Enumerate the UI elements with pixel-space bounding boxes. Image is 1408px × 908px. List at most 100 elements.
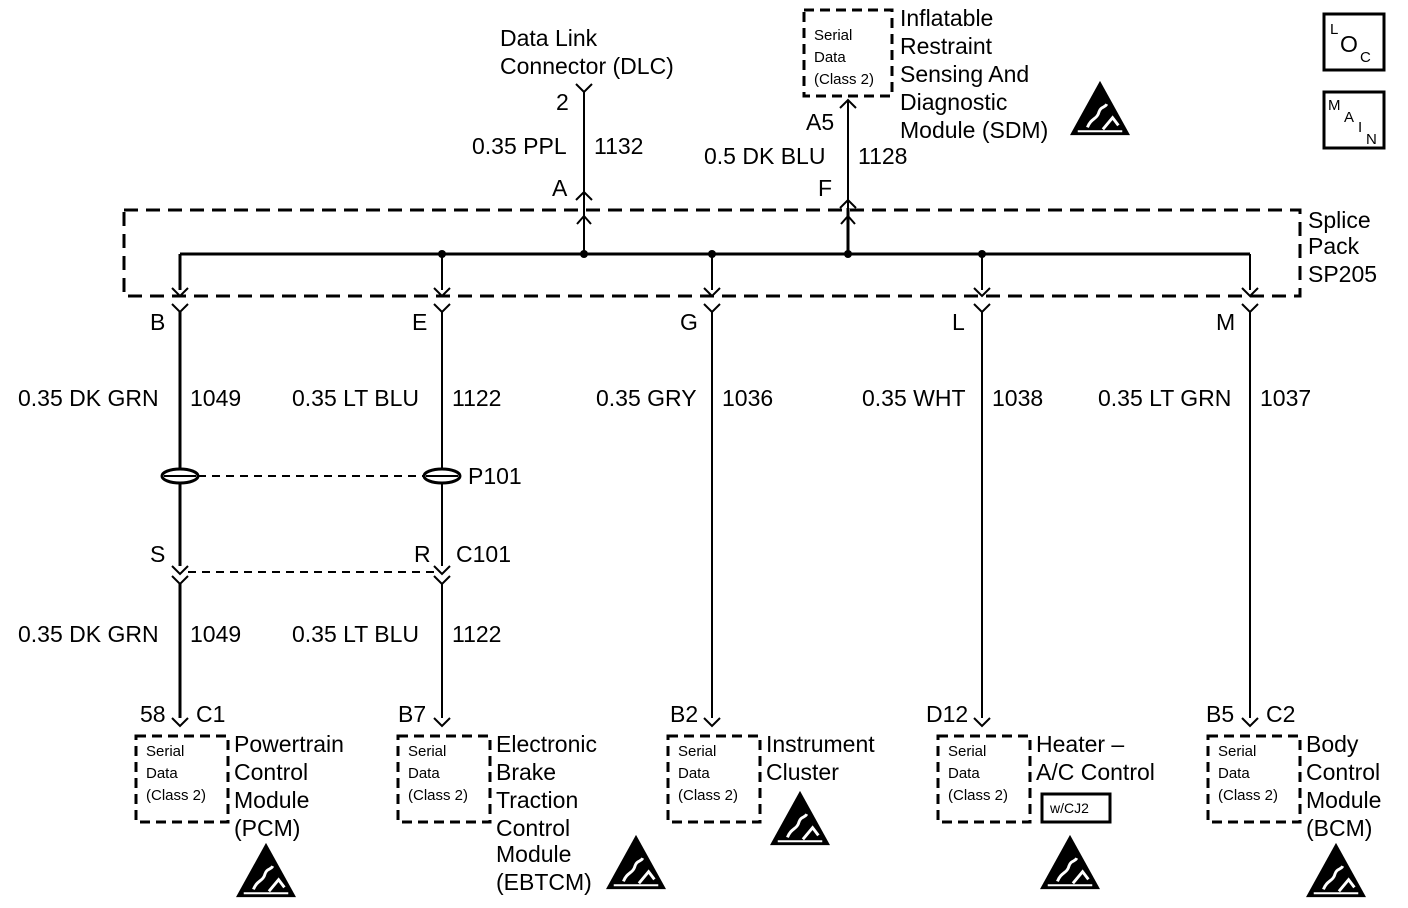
sdm-serial-line-2: Data (814, 49, 846, 66)
splice-name-line-3: SP205 (1308, 261, 1377, 287)
sdm-serial-line-3: (Class 2) (814, 71, 874, 88)
module-name-line: Powertrain (234, 731, 344, 757)
wire-color: 0.35 WHT (862, 385, 966, 411)
svg-text:Serial: Serial (408, 743, 446, 760)
module-name-line: Heater – (1036, 731, 1124, 757)
svg-text:(Class 2): (Class 2) (146, 787, 206, 804)
sdm-name-line-1: Inflatable (900, 5, 993, 31)
main-letter-1: M (1328, 97, 1341, 114)
module-pin: 58 (140, 701, 166, 727)
module-name-line: Electronic (496, 731, 597, 757)
svg-text:Serial: Serial (1218, 743, 1256, 760)
sdm-name-line-2: Restraint (900, 33, 993, 59)
wire-color: 0.35 LT GRN (1098, 385, 1231, 411)
svg-text:(Class 2): (Class 2) (408, 787, 468, 804)
circuit-number: 1038 (992, 385, 1043, 411)
sdm-serial-box (802, 8, 894, 98)
branch-terminal: M (1216, 309, 1235, 335)
module-name-line: (EBTCM) (496, 869, 592, 895)
splice-name-line-1: Splice (1308, 207, 1371, 233)
splice-pack: Splice Pack SP205 (122, 207, 1377, 298)
sdm-wire-color: 0.5 DK BLU (704, 143, 825, 169)
svg-text:Serial: Serial (146, 743, 184, 760)
dlc-pin: 2 (556, 89, 569, 115)
connector-label: C101 (456, 541, 511, 567)
circuit-number: 1049 (190, 621, 241, 647)
wire-color: 0.35 GRY (596, 385, 697, 411)
branch-bcm: M 0.35 LT GRN 1037 B5 C2 Serial Data (Cl… (1098, 254, 1381, 898)
splice-node (580, 250, 588, 258)
serial-data-box (936, 734, 1032, 824)
dlc-wire-color: 0.35 PPL (472, 133, 567, 159)
dlc-terminal-symbol (575, 83, 593, 94)
wire-color: 0.35 DK GRN (18, 385, 159, 411)
circuit-number: 1036 (722, 385, 773, 411)
module-name-line: Module (496, 841, 571, 867)
module-name-line: Instrument (766, 731, 875, 757)
grommet-label: P101 (468, 463, 522, 489)
module-name-line: (PCM) (234, 815, 300, 841)
serial-data-box (134, 734, 230, 824)
serial-data-box (666, 734, 762, 824)
esd-warning-icon (1070, 80, 1130, 136)
sdm-module: Serial Data (Class 2) Inflatable Restrai… (704, 5, 1130, 209)
svg-text:(Class 2): (Class 2) (678, 787, 738, 804)
circuit-number: 1049 (190, 385, 241, 411)
wire-color: 0.35 DK GRN (18, 621, 159, 647)
branch-pcm: B 0.35 DK GRN 1049 S 0.35 DK GRN 1049 58… (18, 254, 344, 898)
circuit-number: 1122 (452, 385, 501, 411)
main-letter-4: N (1366, 131, 1377, 148)
svg-text:Data: Data (948, 765, 980, 782)
option-tag-box (1040, 792, 1112, 824)
branch-terminal: L (952, 309, 965, 335)
dlc-circuit: 1132 (594, 133, 643, 159)
loc-letter-3: C (1360, 49, 1371, 66)
module-name-line: Module (1306, 787, 1381, 813)
module-name-line: Module (234, 787, 309, 813)
svg-text:Data: Data (408, 765, 440, 782)
sdm-name-line-5: Module (SDM) (900, 117, 1048, 143)
serial-data-box (1206, 734, 1302, 824)
main-letter-2: A (1344, 109, 1354, 126)
main-letter-3: I (1358, 119, 1362, 136)
esd-warning-icon (1306, 842, 1366, 898)
dlc-splice-terminal: A (552, 175, 568, 201)
circuit-number: 1037 (1260, 385, 1311, 411)
module-pin: B5 (1206, 701, 1234, 727)
svg-text:Serial: Serial (678, 743, 716, 760)
loc-box: L O C (1322, 12, 1386, 72)
wire-color: 0.35 LT BLU (292, 621, 419, 647)
main-box: M A I N (1322, 90, 1386, 150)
splice-node (844, 250, 852, 258)
module-name-line: A/C Control (1036, 759, 1155, 785)
svg-text:Data: Data (146, 765, 178, 782)
svg-text:Serial: Serial (948, 743, 986, 760)
svg-text:Data: Data (1218, 765, 1250, 782)
branch-ebtcm: E 0.35 LT BLU 1122 P101 R C101 0.35 LT B… (292, 254, 666, 895)
module-pin: B2 (670, 701, 698, 727)
module-name-line: Control (1306, 759, 1380, 785)
dlc-name-line1: Data Link (500, 25, 598, 51)
module-pin: D12 (926, 701, 968, 727)
branch-terminal: E (412, 309, 427, 335)
module-name-line: Body (1306, 731, 1359, 757)
sdm-name-line-4: Diagnostic (900, 89, 1007, 115)
branch-terminal: G (680, 309, 698, 335)
splice-name-line-2: Pack (1308, 233, 1360, 259)
esd-warning-icon (236, 842, 296, 898)
inline-terminal: R (414, 541, 431, 567)
dlc-connector: Data Link Connector (DLC) 2 0.35 PPL 113… (472, 25, 674, 208)
module-pin: B7 (398, 701, 426, 727)
sdm-splice-terminal-symbol (839, 198, 857, 209)
branch-instrument-cluster: G 0.35 GRY 1036 B2 Serial Data (Class 2)… (596, 254, 875, 846)
esd-warning-icon (770, 790, 830, 846)
serial-data-box (396, 734, 492, 824)
loc-letter-1: L (1330, 21, 1338, 38)
sdm-name-line-3: Sensing And (900, 61, 1029, 87)
svg-text:(Class 2): (Class 2) (948, 787, 1008, 804)
inline-terminal: S (150, 541, 165, 567)
module-name-line: Brake (496, 759, 556, 785)
loc-letter-2: O (1340, 31, 1358, 57)
